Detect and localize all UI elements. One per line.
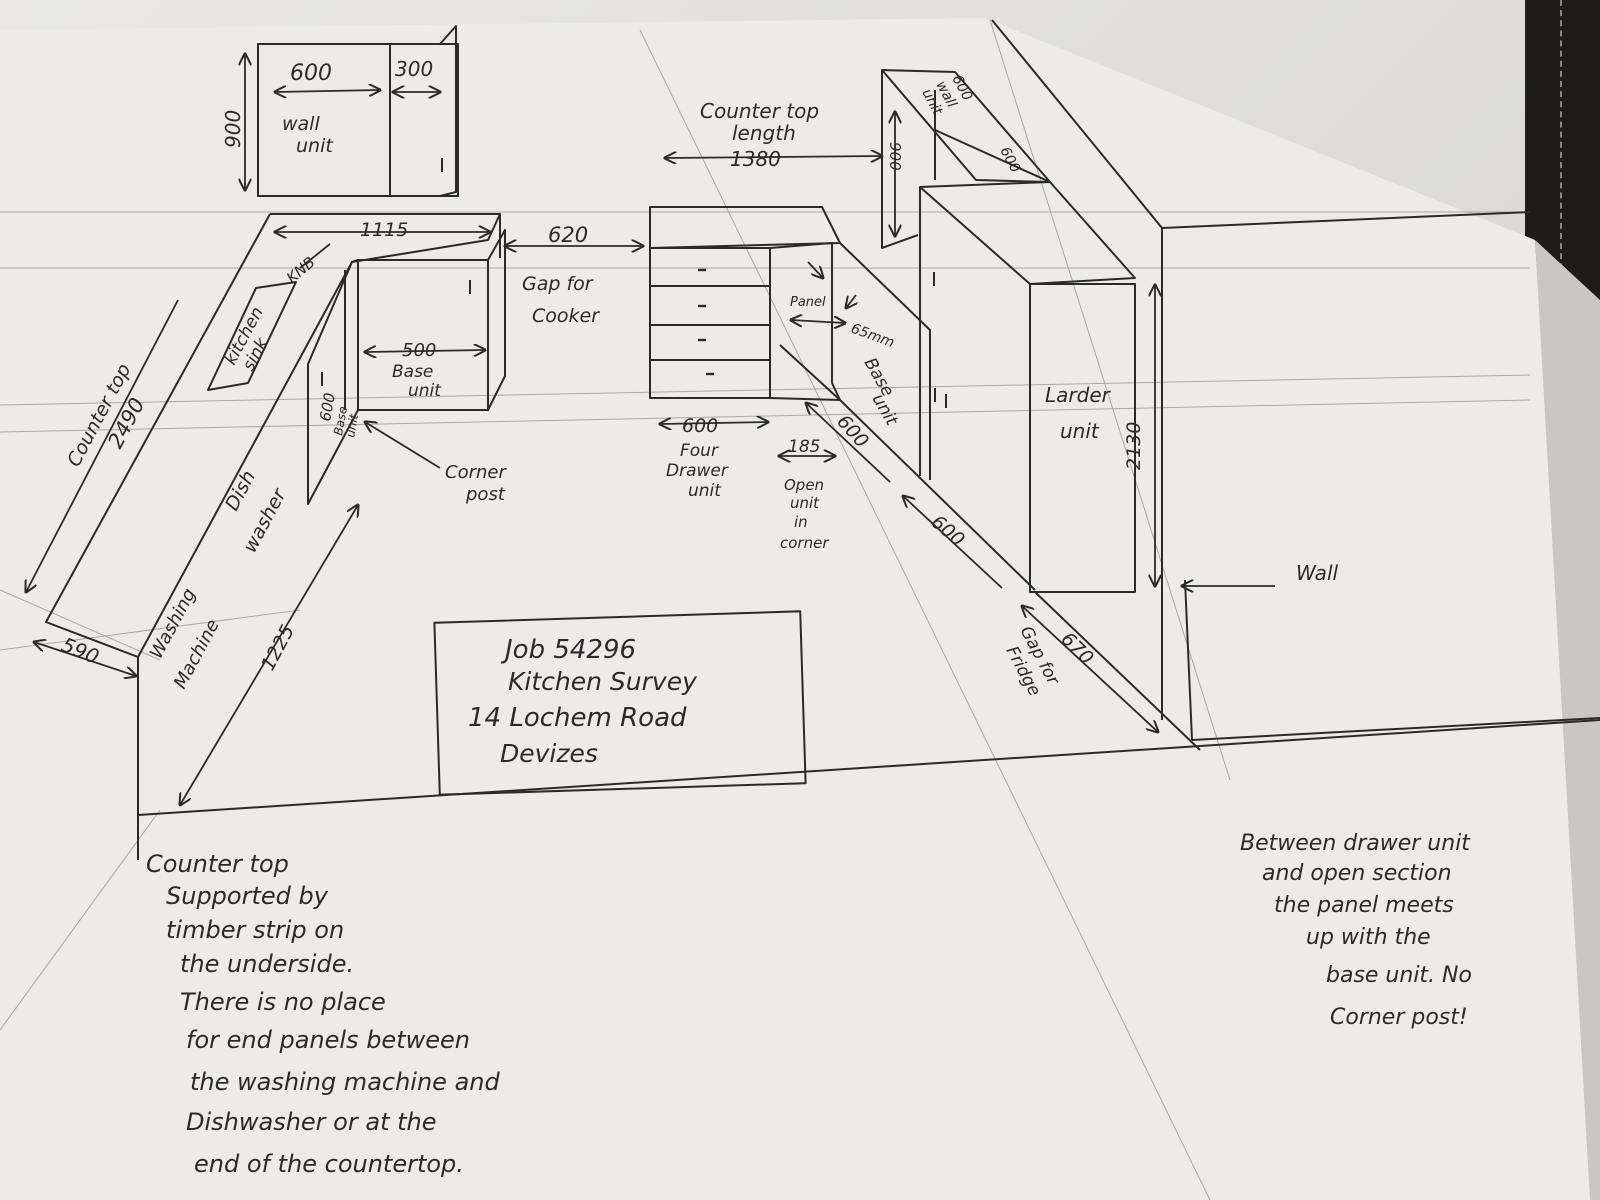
larder-label-1: Larder [1045,383,1112,407]
larder-height: 2130 [1123,422,1145,470]
corner-base-label-2: unit [343,412,361,439]
wall-unit-label-2: unit [296,135,334,157]
corner-post-label-1: Corner [445,462,507,483]
desk-mat-stitching [1560,0,1562,320]
survey-town: Devizes [500,739,598,768]
panel-label: Panel [790,295,826,310]
corner-base-label-1: Base [331,405,350,436]
wall-label: Wall [1296,561,1338,585]
note-left-line-5: There is no place [180,988,386,1016]
sink-run-width: 1115 [360,219,408,241]
sketch-labels: 600 300 900 wall unit 1115 KNB kitchen s… [58,57,1338,700]
survey-type: Kitchen Survey [508,667,698,696]
note-right-line-3: the panel meets [1274,893,1454,918]
corner-post-label-2: post [465,484,506,505]
drawer-unit-width: 600 [682,415,718,437]
job-number: Job 54296 [500,635,636,665]
open-unit-label-4: corner [780,534,829,552]
right-countertop-label-1: Counter top [700,99,819,123]
drawer-unit-label-3: unit [688,481,722,501]
base-500-label-2: unit [408,381,442,401]
open-unit-label-2: unit [790,494,820,512]
open-unit-width: 185 [788,437,820,457]
base-500-label-1: Base [392,362,433,382]
title-block: Job 54296 Kitchen Survey 14 Lochem Road … [468,635,698,768]
right-countertop-length: 1380 [730,147,781,171]
sketch-paper [0,18,1600,1200]
note-left-line-7: the washing machine and [190,1068,500,1096]
note-right-line-5: base unit. No [1326,963,1472,988]
cooker-gap-width: 620 [548,223,588,247]
note-right: Between drawer unit and open section the… [1240,831,1472,1030]
note-right-line-2: and open section [1262,861,1452,886]
drawer-unit-label-2: Drawer [666,461,729,481]
note-left: Counter top Supported by timber strip on… [146,850,500,1178]
corner-base-width: 600 [316,391,339,422]
open-unit-label-3: in [794,513,808,531]
note-left-line-1: Counter top [146,850,289,878]
wall-unit-label-1: wall [282,113,320,135]
note-right-line-4: up with the [1306,925,1431,950]
note-right-line-6: Corner post! [1330,1005,1468,1030]
note-right-line-1: Between drawer unit [1240,831,1471,856]
note-left-line-6: for end panels between [186,1026,470,1054]
note-left-line-2: Supported by [166,882,329,910]
note-left-line-4: the underside. [180,950,354,978]
drawer-unit-label-1: Four [680,441,719,461]
right-countertop-label-2: length [732,121,796,145]
cooker-gap-label-2: Cooker [532,305,600,327]
wall-unit-width-600: 600 [290,61,332,86]
wall-unit-right-height: 900 [886,142,904,171]
wall-unit-width-300: 300 [395,57,433,81]
wall-unit-height-900: 900 [221,110,245,148]
open-unit-label-1: Open [784,476,824,494]
cooker-gap-label-1: Gap for [522,273,594,295]
larder-label-2: unit [1060,419,1100,443]
dimension-arrows [26,54,1275,805]
survey-address: 14 Lochem Road [468,703,687,733]
sketch-linework [45,19,1600,860]
note-left-line-3: timber strip on [166,916,344,944]
note-left-line-8: Dishwasher or at the [186,1108,437,1136]
note-left-line-9: end of the countertop. [194,1150,464,1178]
base-500-width: 500 [402,340,436,361]
